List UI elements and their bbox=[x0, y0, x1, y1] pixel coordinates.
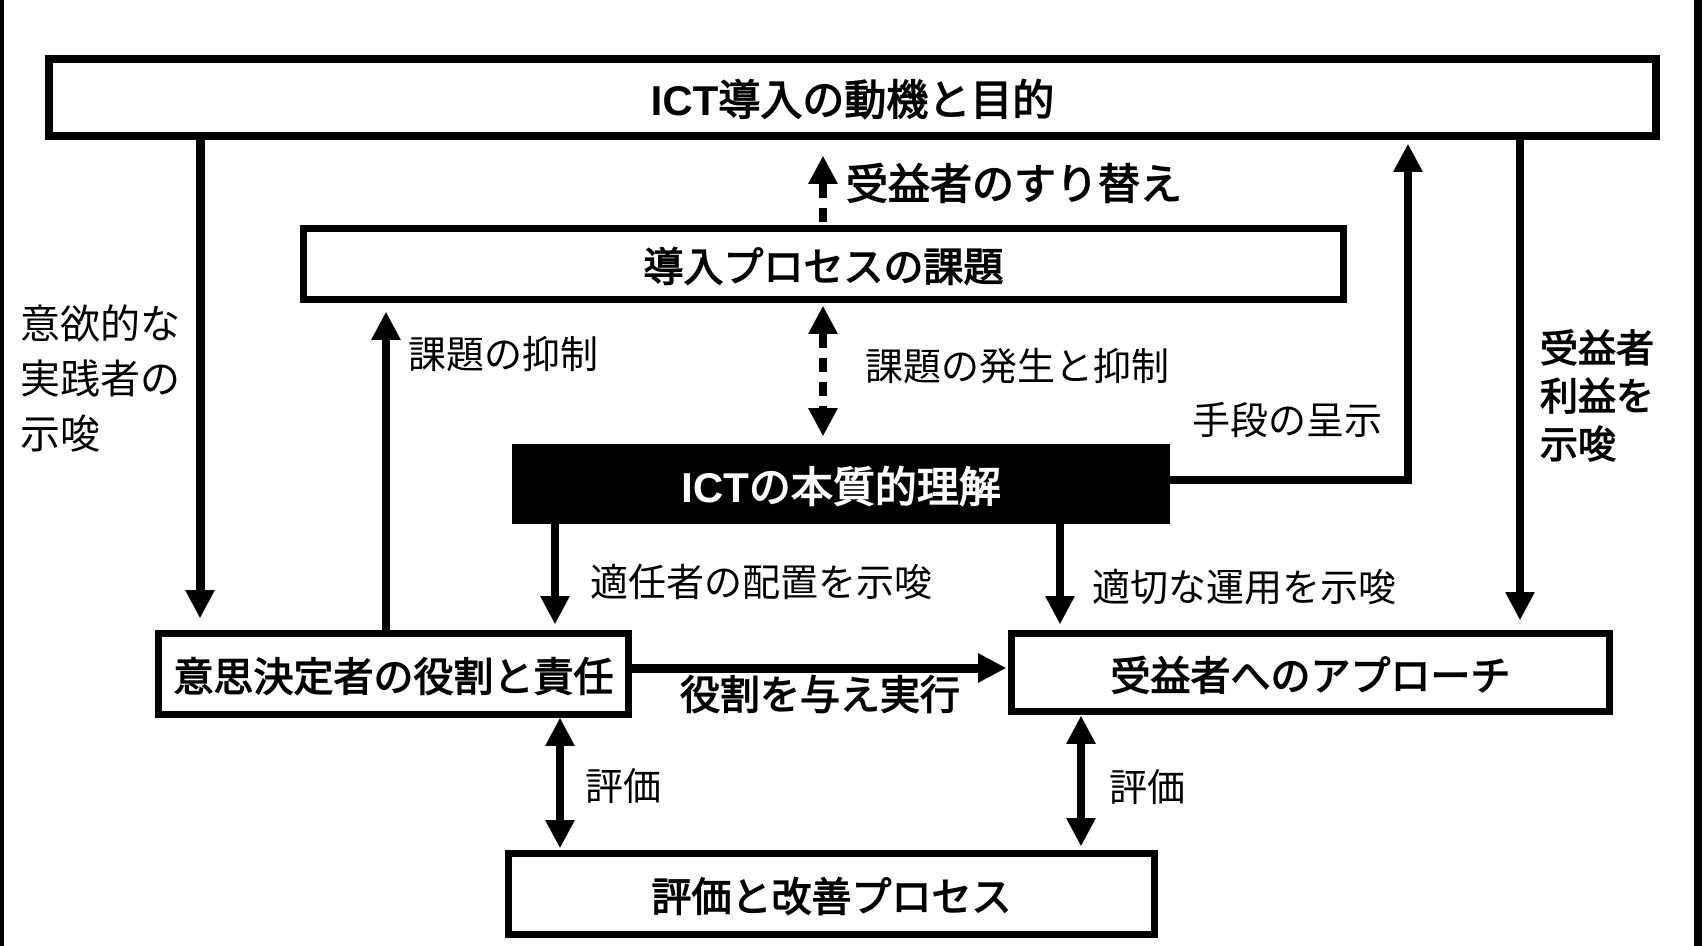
arrow-evaluation-right-head-down bbox=[1066, 818, 1096, 846]
frame-right-line bbox=[1694, 0, 1702, 946]
arrow-suitable-placement-head bbox=[540, 596, 570, 624]
label-means-presentation: 手段の呈示 bbox=[1192, 401, 1383, 443]
arrow-evaluation-left-head-up bbox=[545, 718, 575, 746]
arrow-means-presentation-hshaft bbox=[1170, 476, 1412, 484]
node-ict-understanding: ICTの本質的理解 bbox=[512, 444, 1170, 524]
frame-left-line bbox=[0, 0, 4, 946]
node-beneficiary-approach: 受益者へのアプローチ bbox=[1008, 630, 1613, 715]
arrow-issue-suppression-shaft bbox=[382, 338, 390, 630]
arrow-suitable-placement-shaft bbox=[551, 524, 559, 596]
label-issue-occurrence: 課題の発生と抑制 bbox=[865, 347, 1170, 389]
arrow-appropriate-operation-head bbox=[1045, 596, 1075, 624]
label-appropriate-operation: 適切な運用を示唆 bbox=[1092, 568, 1397, 610]
arrow-evaluation-left-head-down bbox=[545, 820, 575, 848]
node-process-issues: 導入プロセスの課題 bbox=[300, 225, 1347, 303]
arrow-evaluation-left-shaft bbox=[556, 744, 564, 820]
arrow-motivated-practitioner-shaft bbox=[196, 140, 205, 595]
label-motivated-practitioner: 意欲的な 実践者の 示唆 bbox=[20, 303, 180, 457]
label-assign-roles: 役割を与え実行 bbox=[680, 674, 960, 718]
node-motivation: ICT導入の動機と目的 bbox=[45, 55, 1660, 140]
arrow-beneficiary-interest-shaft bbox=[1516, 140, 1524, 592]
label-suitable-placement: 適任者の配置を示唆 bbox=[590, 563, 933, 605]
arrow-evaluation-right-shaft bbox=[1077, 742, 1085, 820]
arrow-evaluation-right-head-up bbox=[1066, 716, 1096, 744]
arrow-assign-roles-shaft bbox=[632, 664, 978, 673]
arrow-issue-occurrence-shaft bbox=[819, 334, 827, 410]
label-beneficiary-swap: 受益者のすり替え bbox=[846, 161, 1183, 208]
arrow-means-presentation-head bbox=[1393, 144, 1423, 172]
label-evaluation-right: 評価 bbox=[1109, 768, 1186, 810]
arrow-issue-occurrence-head-up bbox=[808, 306, 838, 334]
label-evaluation-left: 評価 bbox=[585, 767, 662, 809]
arrow-assign-roles-head bbox=[978, 653, 1006, 683]
arrow-beneficiary-interest-head bbox=[1505, 592, 1535, 620]
arrow-issue-suppression-head bbox=[371, 312, 401, 340]
arrow-issue-occurrence-head-down bbox=[808, 408, 838, 436]
label-beneficiary-interest: 受益者 利益を 示唆 bbox=[1540, 329, 1655, 467]
arrow-means-presentation-vshaft bbox=[1404, 172, 1412, 484]
node-evaluation-process: 評価と改善プロセス bbox=[505, 850, 1158, 938]
node-decision-maker: 意思決定者の役割と責任 bbox=[155, 630, 632, 718]
arrow-appropriate-operation-shaft bbox=[1056, 524, 1064, 596]
arrow-motivated-practitioner-head bbox=[185, 590, 215, 618]
label-issue-suppression: 課題の抑制 bbox=[408, 335, 599, 377]
arrow-beneficiary-swap-shaft bbox=[819, 184, 827, 226]
arrow-beneficiary-swap-head bbox=[808, 156, 838, 184]
